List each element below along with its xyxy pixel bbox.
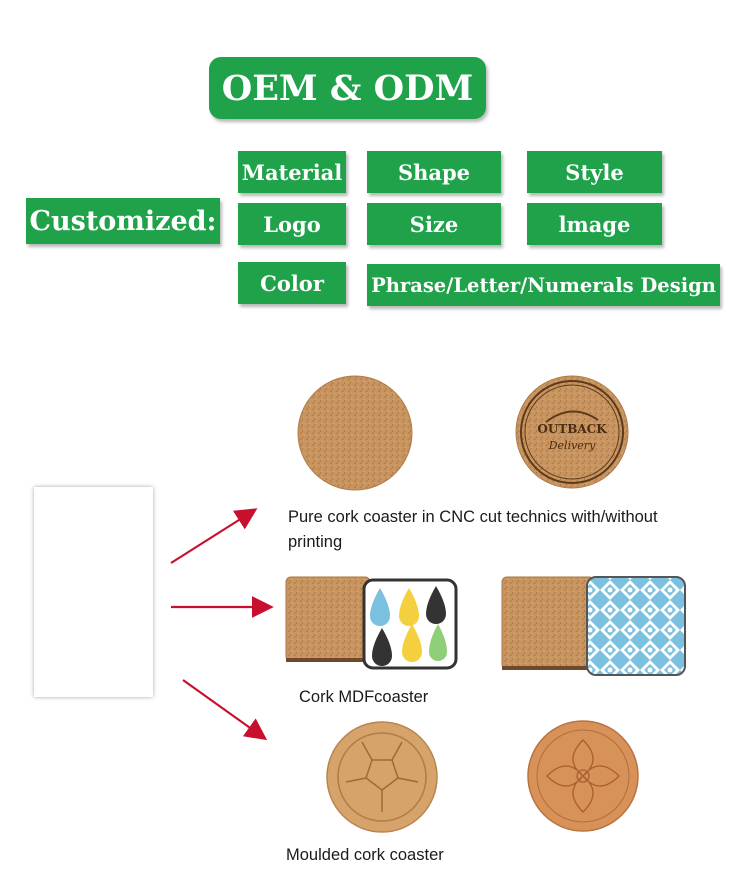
raindrop-print-coaster: [362, 578, 458, 670]
cork-logo-outback: OUTBACK: [537, 422, 607, 436]
option-phrase-letter-numerals-design: Phrase/Letter/Numerals Design: [367, 264, 720, 306]
option-shape: Shape: [367, 151, 501, 193]
cork-mdf-coaster-back-right: [501, 576, 595, 670]
moulded-floral-coaster: [527, 720, 639, 832]
customized-label: Customized:: [26, 198, 220, 244]
caption-cnc-line2: printing: [288, 533, 343, 551]
cork-logo-delivery: Delivery: [548, 439, 596, 452]
arrow-up-icon: [170, 508, 258, 564]
cork-mdf-coaster-back-left: [285, 576, 371, 662]
caption-moulded: Moulded cork coaster: [286, 846, 444, 864]
caption-cnc-line1: Pure cork coaster in CNC cut technics wi…: [288, 508, 658, 526]
option-size: Size: [367, 203, 501, 245]
moulded-football-coaster: [326, 721, 438, 833]
option-material: Material: [238, 151, 346, 193]
printed-cork-coaster: [515, 375, 629, 489]
blank-coaster-blank: [34, 487, 153, 697]
oem-odm-title: OEM & ODM: [209, 57, 486, 119]
diamond-print-coaster: [586, 576, 686, 676]
option-image: lmage: [527, 203, 662, 245]
option-logo: Logo: [238, 203, 346, 245]
caption-mdf: Cork MDFcoaster: [299, 688, 429, 706]
plain-cork-coaster: [297, 375, 413, 491]
arrow-down-icon: [182, 679, 268, 741]
option-style: Style: [527, 151, 662, 193]
option-color: Color: [238, 262, 346, 304]
